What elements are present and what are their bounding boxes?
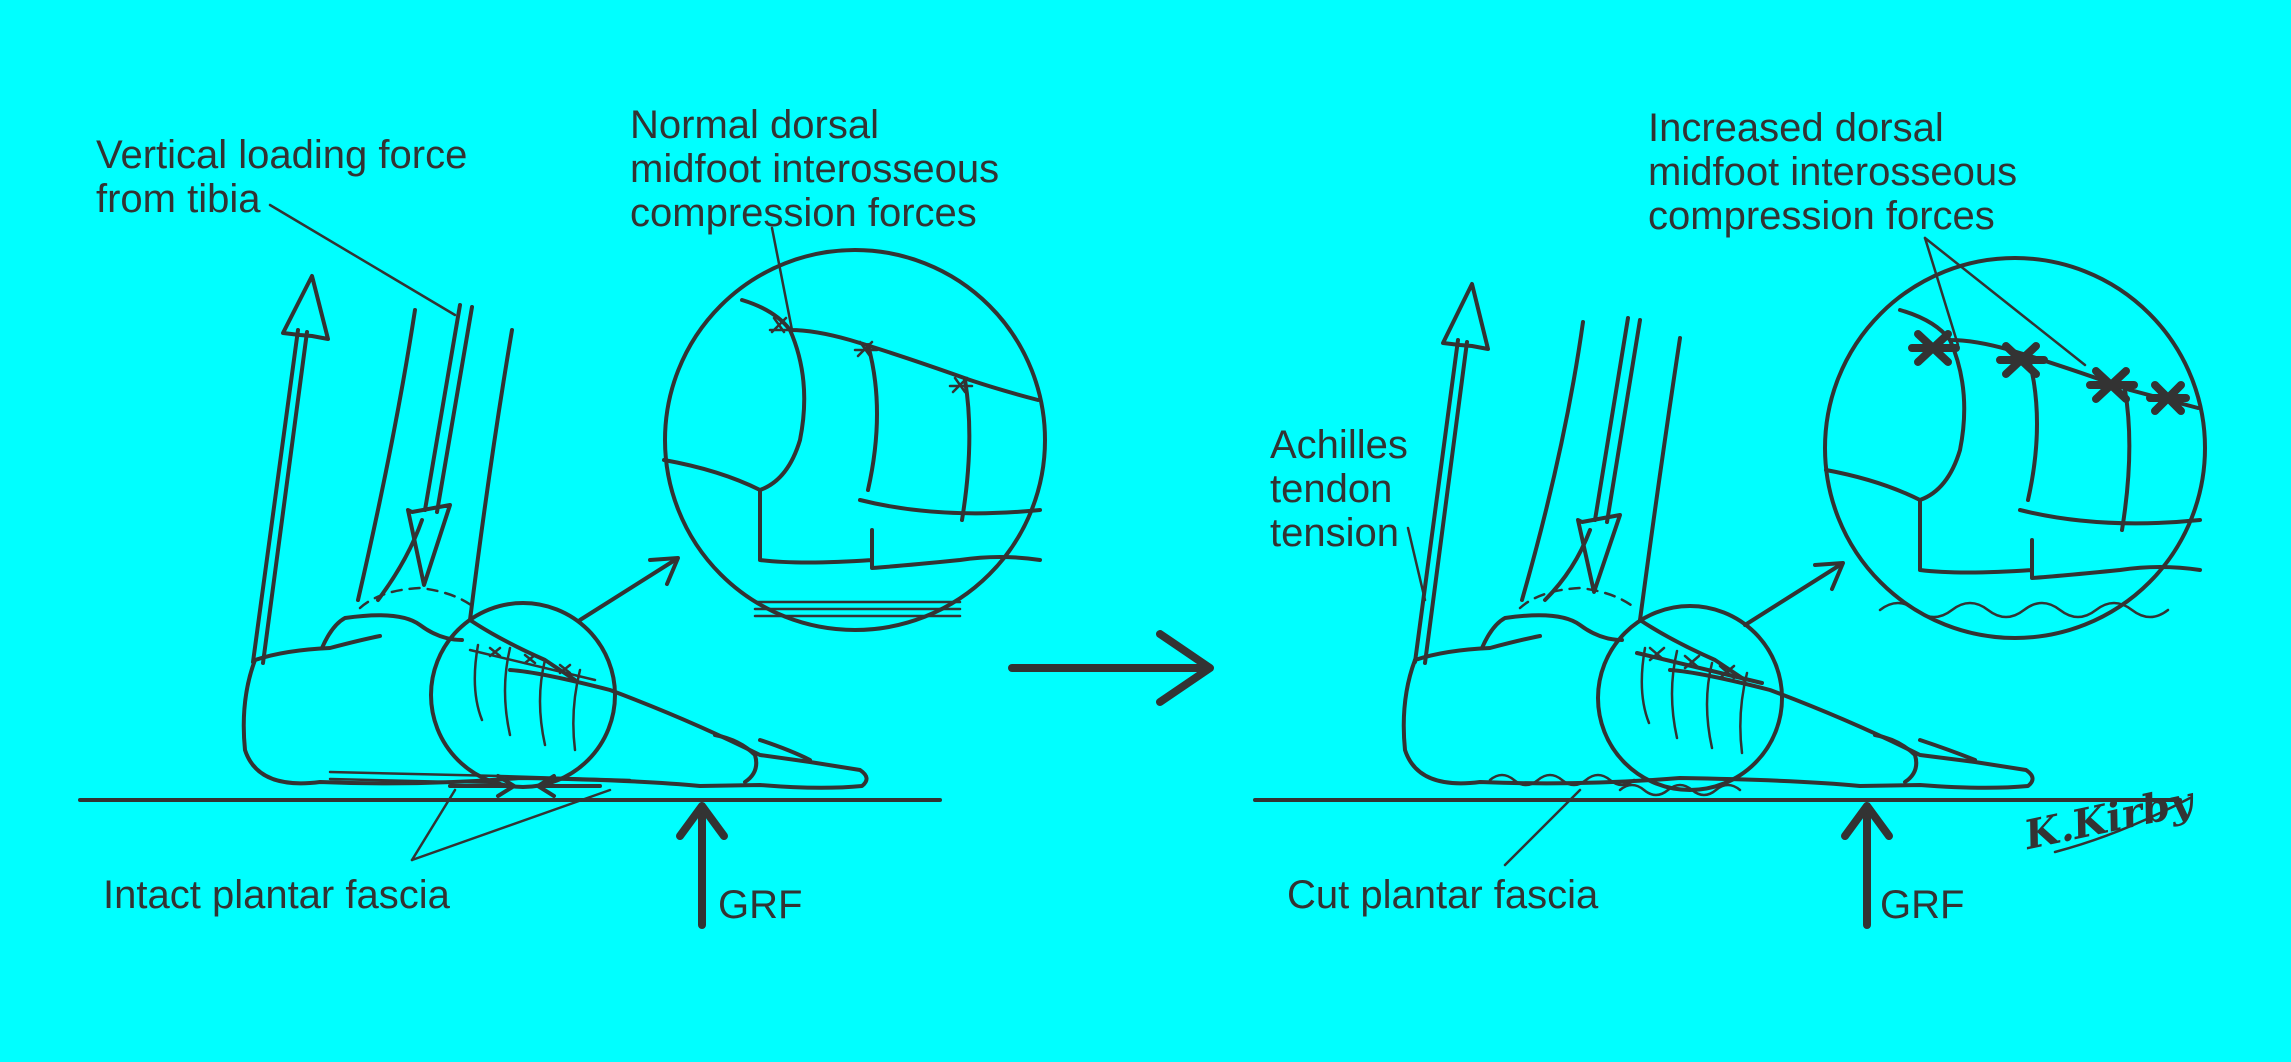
left-zoom-pointer xyxy=(578,556,680,622)
right-grf-label: GRF xyxy=(1880,883,1965,927)
right-grf-arrow xyxy=(1841,802,1893,929)
right-dorsal-force-label: Increased dorsal midfoot interosseous co… xyxy=(1648,106,2018,238)
right-achilles-leader xyxy=(1406,526,1427,602)
left-big-focus-circle xyxy=(663,248,1047,632)
left-foot-outline xyxy=(241,586,869,790)
right-big-focus-circle xyxy=(1823,256,2207,640)
right-small-circle-bones xyxy=(1635,646,1764,755)
right-achilles-arrow xyxy=(1413,282,1490,665)
left-panel-drawing xyxy=(78,203,1047,929)
right-leg-outline xyxy=(1520,320,1682,622)
right-fascia-leader xyxy=(1503,788,1582,867)
left-dorsal-force-label: Normal dorsal midfoot interosseous compr… xyxy=(630,103,1000,235)
left-dorsal-leader xyxy=(770,226,794,332)
left-tibia-force-label: Vertical loading force from tibia xyxy=(96,133,468,221)
right-small-focus-circle xyxy=(1596,604,1784,792)
right-dorsal-leader-b xyxy=(1923,236,2087,367)
left-fascia-leader-a xyxy=(410,788,457,862)
left-grf-arrow xyxy=(676,802,728,929)
left-tibia-arrow xyxy=(406,303,474,587)
right-fascia-label: Cut plantar fascia xyxy=(1287,873,1599,917)
left-fascia-arrows xyxy=(448,774,602,798)
left-grf-label: GRF xyxy=(718,883,803,927)
left-big-circle-bones xyxy=(662,298,1042,618)
right-big-circle-bones xyxy=(1824,308,2202,619)
left-achilles-arrow xyxy=(251,274,330,665)
signature-flourish xyxy=(2053,796,2192,854)
right-achilles-label: Achilles tendon tension xyxy=(1270,423,1408,555)
right-panel-drawing xyxy=(1253,236,2207,929)
left-fascia-leader-b xyxy=(410,788,612,862)
left-small-focus-circle xyxy=(429,601,617,789)
left-tibia-leader xyxy=(268,203,457,317)
transition-arrow xyxy=(1008,630,1214,706)
left-small-circle-bones xyxy=(468,643,597,752)
left-leg-outline xyxy=(356,308,514,622)
right-zoom-pointer xyxy=(1743,561,1845,627)
left-fascia-label: Intact plantar fascia xyxy=(103,873,450,917)
right-dorsal-leader-a xyxy=(1923,236,1960,347)
right-tibia-arrow xyxy=(1576,316,1642,594)
right-foot-outline xyxy=(1401,586,2035,797)
